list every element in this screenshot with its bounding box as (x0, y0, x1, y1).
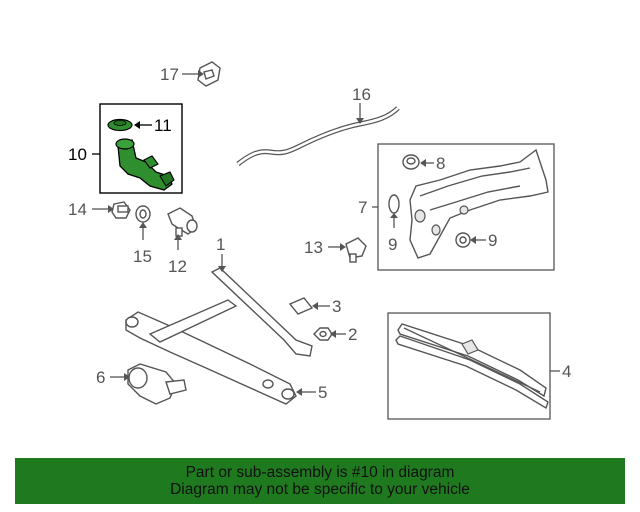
part-14-connector[interactable] (92, 201, 131, 219)
part-2-nut[interactable] (313, 327, 346, 341)
parts-diagram: 17 16 10 11 14 15 (68, 61, 571, 420)
callout-5: 5 (318, 383, 327, 402)
part-9-seal-right[interactable] (455, 232, 486, 248)
callout-16: 16 (352, 85, 371, 104)
part-3-cap[interactable] (288, 297, 330, 315)
callout-15: 15 (133, 247, 152, 266)
callout-4: 4 (562, 362, 571, 381)
part-7-washer-reservoir[interactable] (409, 148, 549, 259)
callout-9-right: 9 (488, 231, 497, 250)
part-10-washer-pump-inlet[interactable] (115, 138, 175, 191)
part-5-wiper-linkage[interactable] (125, 299, 316, 405)
part-4-wiper-blade[interactable] (395, 323, 549, 410)
callout-7: 7 (358, 198, 367, 217)
part-8-cap[interactable] (402, 154, 434, 170)
callout-3: 3 (332, 297, 341, 316)
highlight-box-part-10 (99, 103, 183, 194)
callout-14: 14 (68, 200, 87, 219)
callout-10: 10 (68, 145, 87, 164)
banner-line-2: Diagram may not be specific to your vehi… (170, 481, 470, 498)
part-13-washer-pump[interactable] (328, 237, 367, 263)
part-17-sensor[interactable] (182, 61, 221, 87)
part-12-pump-joint[interactable] (167, 207, 198, 250)
part-6-wiper-motor[interactable] (110, 363, 187, 405)
info-banner: Part or sub-assembly is #10 in diagram D… (15, 458, 625, 504)
callout-2: 2 (348, 325, 357, 344)
callout-1: 1 (216, 235, 225, 254)
callout-11: 11 (154, 116, 172, 135)
callout-8: 8 (436, 154, 445, 173)
callout-17: 17 (160, 65, 179, 84)
part-1-wiper-arm[interactable] (210, 254, 313, 357)
part-15-grommet[interactable] (135, 205, 151, 240)
banner-line-1: Part or sub-assembly is #10 in diagram (185, 464, 455, 481)
callout-12: 12 (168, 257, 187, 276)
wiper-blade-group-box (387, 312, 551, 420)
callout-9-left: 9 (388, 235, 397, 254)
part-9-seal-left[interactable] (388, 194, 400, 228)
callout-13: 13 (304, 238, 323, 257)
callout-6: 6 (96, 368, 105, 387)
part-16-washer-hose[interactable] (236, 103, 400, 166)
part-11-cap[interactable] (107, 118, 152, 132)
